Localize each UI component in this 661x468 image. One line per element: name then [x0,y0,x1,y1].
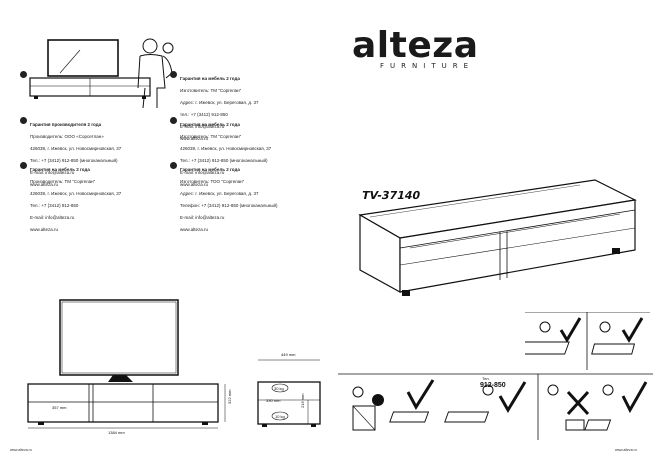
info-bullet-icon [20,162,27,169]
tv-room-illustration [29,38,174,108]
info-bullet-icon [20,117,27,124]
inner-height-label: 216 mm [300,393,305,408]
depth-dimension-label: 449 mm [281,352,296,357]
inner-width-label: 330 mm [266,398,281,403]
info-bullet-icon [170,162,177,169]
info-bullet-icon [170,71,177,78]
front-view-drawing [27,299,226,429]
info-block-2: Гарантия производителя 2 года Производит… [30,122,122,187]
info-block-1: Гарантия на мебель 2 года Изготовитель: … [180,76,259,141]
tv-stand-perspective-drawing [358,179,637,296]
care-instructions-bottom [338,373,653,440]
hotline-label: Тел. [482,376,490,381]
info-block-4: Гарантия на мебель 2 года Производитель:… [30,167,122,232]
hotline-number: 912-850 [480,382,506,389]
info-block-5: Гарантия на мебель 2 года Изготовитель: … [180,167,278,232]
height-dimension-label: 322 mm [227,389,232,404]
brand-logo: alteza [352,25,479,66]
side-view-drawing [257,359,321,427]
width-dimension-label: 1384 mm [108,430,125,435]
brand-tagline: FURNITURE [380,62,475,70]
shelf-dimension-label: 357 mm [52,405,67,410]
info-bullet-icon [20,71,27,78]
load-top-label: 30 kg [274,386,284,391]
info-bullet-icon [170,117,177,124]
load-shelf-label: 10 kg [275,414,285,419]
info-block-3: Гарантия на мебель 2 года Изготовитель: … [180,122,272,187]
footer-left-url: www.alteza.ru [10,448,32,452]
care-instructions-top [525,312,650,370]
footer-right-url: www.alteza.ru [615,448,637,452]
